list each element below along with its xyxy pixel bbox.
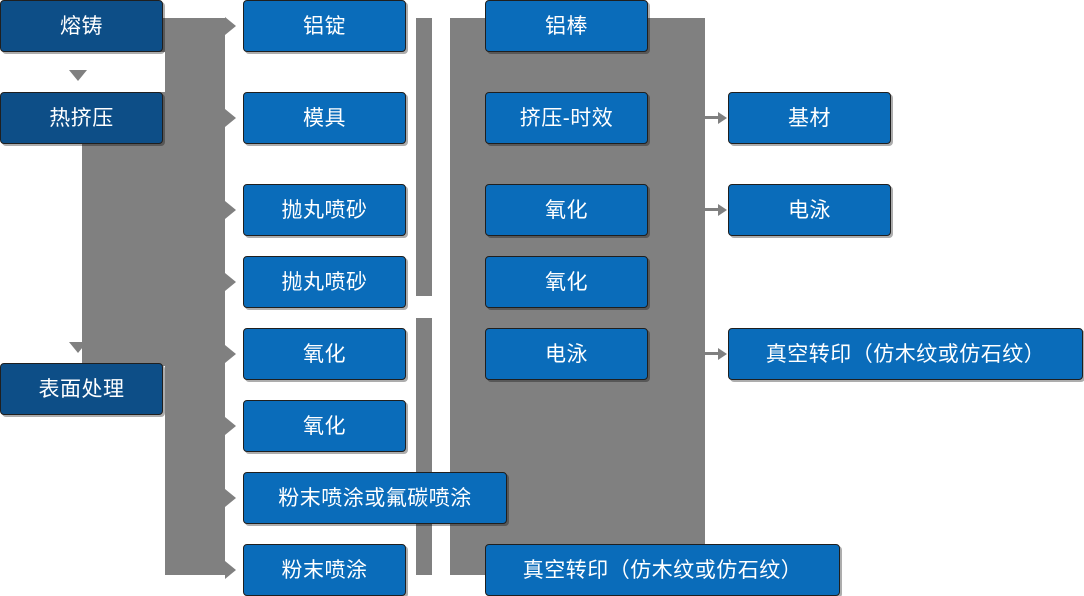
stage-box-melting[interactable]: 熔铸 [0, 0, 163, 52]
result-box-electrophoresis-label: 电泳 [788, 198, 831, 222]
process-box-powder-or-fluorocarbon-coating-label: 粉末喷涂或氟碳喷涂 [278, 486, 472, 510]
result-box-base-material-label: 基材 [788, 106, 831, 130]
arrow-line-c4-3 [705, 352, 719, 355]
process-box-powder-or-fluorocarbon-coating[interactable]: 粉末喷涂或氟碳喷涂 [243, 472, 507, 524]
process-box-oxidation-c2-1-label: 氧化 [303, 342, 346, 366]
process-box-shot-blasting-1[interactable]: 抛丸喷砂 [243, 184, 406, 236]
process-box-shot-blasting-1-label: 抛丸喷砂 [281, 198, 368, 222]
fanout-arrow-c2-1 [225, 17, 236, 35]
process-box-aluminum-rod-label: 铝棒 [545, 14, 588, 38]
process-box-extrusion-aging[interactable]: 挤压-时效 [485, 92, 648, 144]
process-box-powder-coating-label: 粉末喷涂 [281, 558, 368, 582]
process-box-aluminum-ingot[interactable]: 铝锭 [243, 0, 406, 52]
fanout-arrow-c2-4 [225, 273, 236, 291]
arrow-line-c4-1 [705, 116, 719, 119]
stage-spine-gap-1 [82, 52, 165, 92]
fanout-arrow-c2-6 [225, 417, 236, 435]
process-box-oxidation-c2-2[interactable]: 氧化 [243, 400, 406, 452]
stage-box-surface-treatment[interactable]: 表面处理 [0, 363, 163, 415]
stage-box-hot-extrusion-label: 热挤压 [49, 106, 114, 130]
process-box-powder-coating[interactable]: 粉末喷涂 [243, 544, 406, 596]
process-box-oxidation-c2-1[interactable]: 氧化 [243, 328, 406, 380]
process-box-oxidation-c2-2-label: 氧化 [303, 414, 346, 438]
fanout-arrow-c2-3 [225, 201, 236, 219]
result-box-vacuum-transfer-label: 真空转印（仿木纹或仿石纹） [765, 342, 1046, 366]
stage-box-surface-treatment-label: 表面处理 [38, 377, 125, 401]
process-box-shot-blasting-2[interactable]: 抛丸喷砂 [243, 256, 406, 308]
stage-arrow-down-2 [69, 342, 87, 353]
process-box-shot-blasting-2-label: 抛丸喷砂 [281, 270, 368, 294]
result-box-base-material[interactable]: 基材 [728, 92, 891, 144]
process-box-oxidation-c3-1-label: 氧化 [545, 198, 588, 222]
process-box-aluminum-rod[interactable]: 铝棒 [485, 0, 648, 52]
arrow-head-c4-2 [718, 204, 727, 216]
stage-arrow-down-1 [69, 70, 87, 81]
arrow-head-c4-1 [718, 112, 727, 124]
process-box-mold-label: 模具 [303, 106, 346, 130]
stage-box-hot-extrusion[interactable]: 热挤压 [0, 92, 163, 144]
process-box-oxidation-c3-2-label: 氧化 [545, 270, 588, 294]
tie-bar-1 [432, 18, 450, 25]
arrow-head-c4-3 [718, 348, 727, 360]
fanout-slab-col2 [165, 18, 225, 575]
result-box-vacuum-transfer[interactable]: 真空转印（仿木纹或仿石纹） [728, 328, 1083, 380]
process-box-oxidation-c3-2[interactable]: 氧化 [485, 256, 648, 308]
process-box-vacuum-transfer-c3[interactable]: 真空转印（仿木纹或仿石纹） [485, 544, 840, 596]
arrow-line-c4-2 [705, 208, 719, 211]
process-box-electrophoresis-c3-label: 电泳 [545, 342, 588, 366]
fanout-arrow-c2-2 [225, 109, 236, 127]
process-box-aluminum-ingot-label: 铝锭 [303, 14, 346, 38]
process-box-electrophoresis-c3[interactable]: 电泳 [485, 328, 648, 380]
fanout-arrow-c2-8 [225, 561, 236, 579]
process-box-extrusion-aging-label: 挤压-时效 [519, 106, 614, 130]
merge-rail-gap-1 [416, 296, 432, 318]
fanout-arrow-c2-5 [225, 345, 236, 363]
process-box-oxidation-c3-1[interactable]: 氧化 [485, 184, 648, 236]
rail-slab-channel [432, 25, 450, 561]
result-box-electrophoresis[interactable]: 电泳 [728, 184, 891, 236]
fanout-arrow-c2-7 [225, 489, 236, 507]
tie-bar-6 [432, 561, 450, 568]
process-box-mold[interactable]: 模具 [243, 92, 406, 144]
process-box-vacuum-transfer-c3-label: 真空转印（仿木纹或仿石纹） [522, 558, 803, 582]
stage-box-melting-label: 熔铸 [60, 14, 103, 38]
